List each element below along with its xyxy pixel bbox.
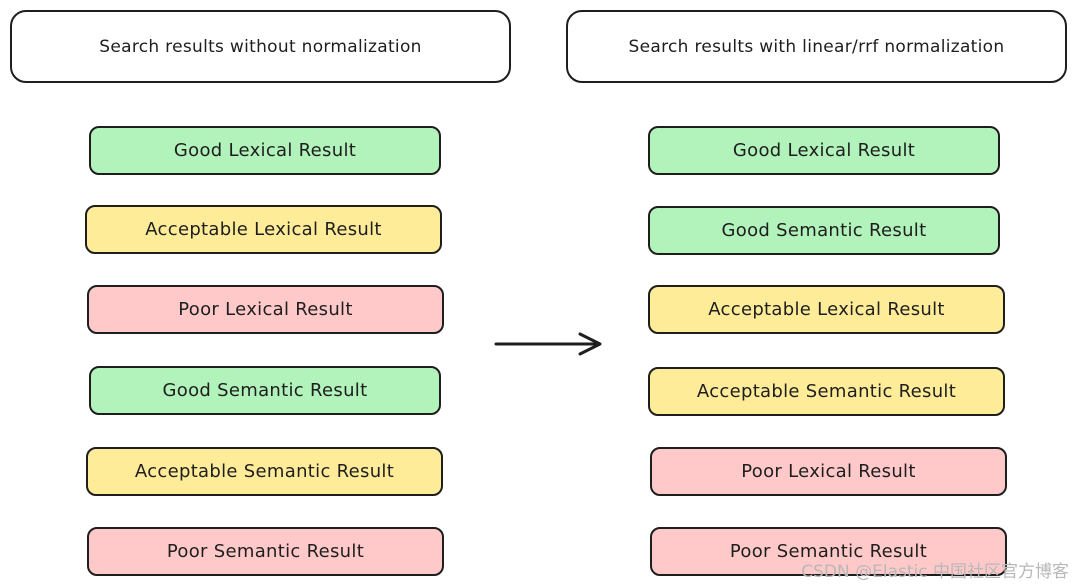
right-result-1: Good Lexical Result (648, 126, 1000, 175)
left-result-6: Poor Semantic Result (87, 527, 444, 576)
right-result-2: Good Semantic Result (648, 206, 1000, 255)
right-result-6: Poor Semantic Result (650, 527, 1007, 576)
left-column-header: Search results without normalization (10, 10, 511, 83)
left-result-3: Poor Lexical Result (87, 285, 444, 334)
right-result-3: Acceptable Lexical Result (648, 285, 1005, 334)
arrow-right-icon (494, 332, 602, 356)
left-result-5: Acceptable Semantic Result (86, 447, 443, 496)
left-result-2: Acceptable Lexical Result (85, 205, 442, 254)
left-result-1: Good Lexical Result (89, 126, 441, 175)
right-column-header: Search results with linear/rrf normaliza… (566, 10, 1067, 83)
right-result-5: Poor Lexical Result (650, 447, 1007, 496)
right-result-4: Acceptable Semantic Result (648, 367, 1005, 416)
watermark: CSDN @Elastic 中国社区官方博客 (801, 562, 1069, 582)
left-result-4: Good Semantic Result (89, 366, 441, 415)
